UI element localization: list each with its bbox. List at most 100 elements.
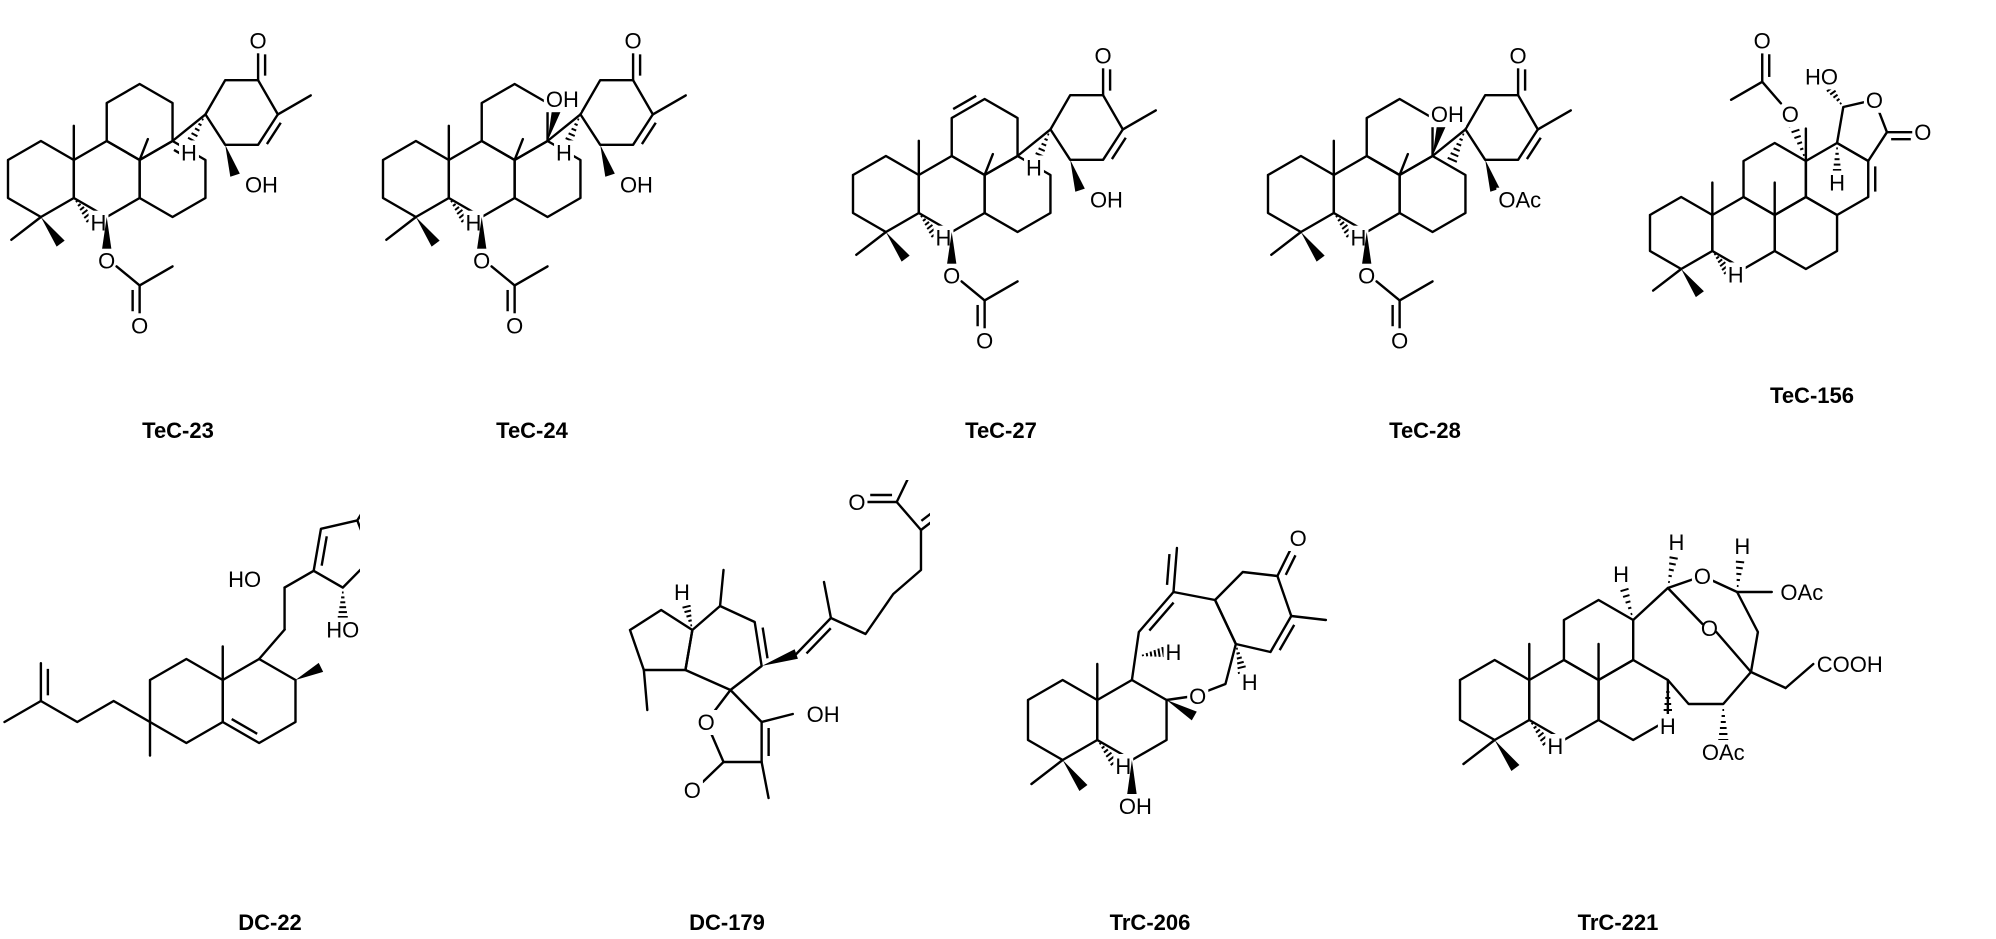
bond-path	[148, 657, 224, 745]
bond-line	[983, 152, 995, 177]
atom-label-mask	[617, 172, 655, 198]
bond-path	[105, 82, 174, 162]
wedge-bond	[1681, 269, 1704, 298]
wedge-bond	[885, 232, 910, 262]
wedge-bond	[1126, 760, 1137, 796]
atom-label-o: O	[1694, 564, 1711, 589]
atom-label-mask	[226, 567, 264, 593]
atom-label-mask	[1666, 530, 1687, 555]
atom-label-ho: HO	[326, 618, 359, 643]
atom-label-mask	[1087, 187, 1125, 213]
bond-line	[855, 230, 888, 257]
bond-line	[718, 568, 725, 608]
atom-label-mask	[471, 248, 493, 274]
atom-label-mask	[846, 490, 868, 515]
atom-label-mask	[1428, 102, 1466, 128]
bond-path	[1213, 570, 1293, 654]
bond-path	[579, 78, 655, 147]
double-bond-line	[231, 718, 258, 735]
atom-label-mask	[88, 210, 109, 236]
bond-line	[642, 668, 649, 712]
atom-label-mask	[672, 580, 692, 605]
atom-label-mask	[1732, 534, 1753, 559]
bond-line	[1784, 662, 1815, 690]
atom-label-mask	[1863, 87, 1886, 113]
atom-label-o: O	[1701, 616, 1718, 641]
atom-label-mask	[1024, 155, 1044, 181]
atom-label-o: O	[1095, 43, 1112, 68]
atom-label-cooh: COOH	[1817, 652, 1883, 677]
bond-line	[257, 628, 286, 661]
atom-label-o: O	[1866, 88, 1883, 113]
bond-path	[6, 139, 76, 219]
atom-label-h: H	[1115, 754, 1131, 779]
atom-label-mask	[1912, 120, 1934, 146]
atom-label-mask	[974, 328, 996, 354]
bond-path	[917, 154, 986, 234]
bond-line	[115, 265, 141, 287]
atom-label-o: O	[625, 28, 642, 53]
wedge-bond	[1494, 740, 1520, 771]
atom-label-mask	[1657, 714, 1678, 739]
bond-line	[1666, 586, 1704, 626]
atom-label-mask	[554, 140, 574, 166]
atom-label-h: H	[1613, 562, 1629, 587]
wedge-bond	[1432, 120, 1448, 156]
atom-label-o: O	[1358, 264, 1375, 289]
wedge-bond	[761, 649, 798, 666]
hashed-bond	[1667, 550, 1680, 584]
atom-label-mask	[1725, 262, 1746, 288]
bond-path	[221, 657, 297, 745]
bond-path	[1631, 574, 1760, 706]
compound-label-trc206: TrC-206	[1109, 910, 1191, 935]
bond-line	[546, 113, 582, 143]
atom-label-mask	[1239, 670, 1260, 695]
atom-label-o: O	[684, 778, 701, 803]
compound-label-dc179: DC-179	[689, 910, 765, 935]
wedge-bond	[101, 217, 112, 252]
atom-label-ho: HO	[228, 567, 261, 592]
double-bond-line	[1165, 553, 1171, 585]
double-bond-line	[805, 627, 832, 655]
bond-line	[1375, 280, 1401, 302]
bond-line	[760, 760, 770, 800]
atom-label-mask	[1751, 28, 1773, 54]
bond-path	[1096, 678, 1168, 762]
atom-label-oh: OH	[807, 702, 840, 727]
atom-label-h: H	[91, 211, 107, 236]
atom-label-mask	[622, 28, 644, 54]
double-bond-line	[640, 122, 657, 145]
bond-path	[447, 139, 516, 219]
structure-dc22: HOOOHO	[0, 480, 360, 860]
atom-label-oac: OAc	[1780, 580, 1823, 605]
double-bond-line	[920, 512, 930, 522]
bond-path	[1049, 93, 1125, 162]
atom-label-h: H	[1242, 670, 1258, 695]
atom-label-mask	[463, 210, 484, 236]
bond-line	[138, 265, 174, 287]
bond-path	[1464, 93, 1540, 162]
bond-line	[10, 215, 43, 242]
atom-label-mask	[1348, 225, 1369, 251]
structure-drawing: HOOOHO	[3, 513, 360, 757]
bond-line	[651, 94, 687, 116]
atom-label-o: O	[943, 264, 960, 289]
atom-label-mask	[1698, 616, 1720, 641]
bond-line	[1398, 280, 1434, 302]
bond-line	[356, 513, 360, 522]
atom-label-o: O	[1754, 28, 1771, 53]
atom-label-h: H	[1026, 155, 1042, 180]
wedge-bond	[1166, 700, 1197, 721]
wedge-bond	[547, 105, 563, 141]
wedge-bond	[946, 232, 957, 267]
atom-label-mask	[804, 702, 842, 727]
atom-label-h: H	[1547, 734, 1563, 759]
bond-path	[3, 699, 152, 724]
atom-label-oh: OH	[620, 173, 653, 198]
hashed-bond	[1617, 581, 1633, 616]
atom-label-mask	[1779, 102, 1801, 128]
